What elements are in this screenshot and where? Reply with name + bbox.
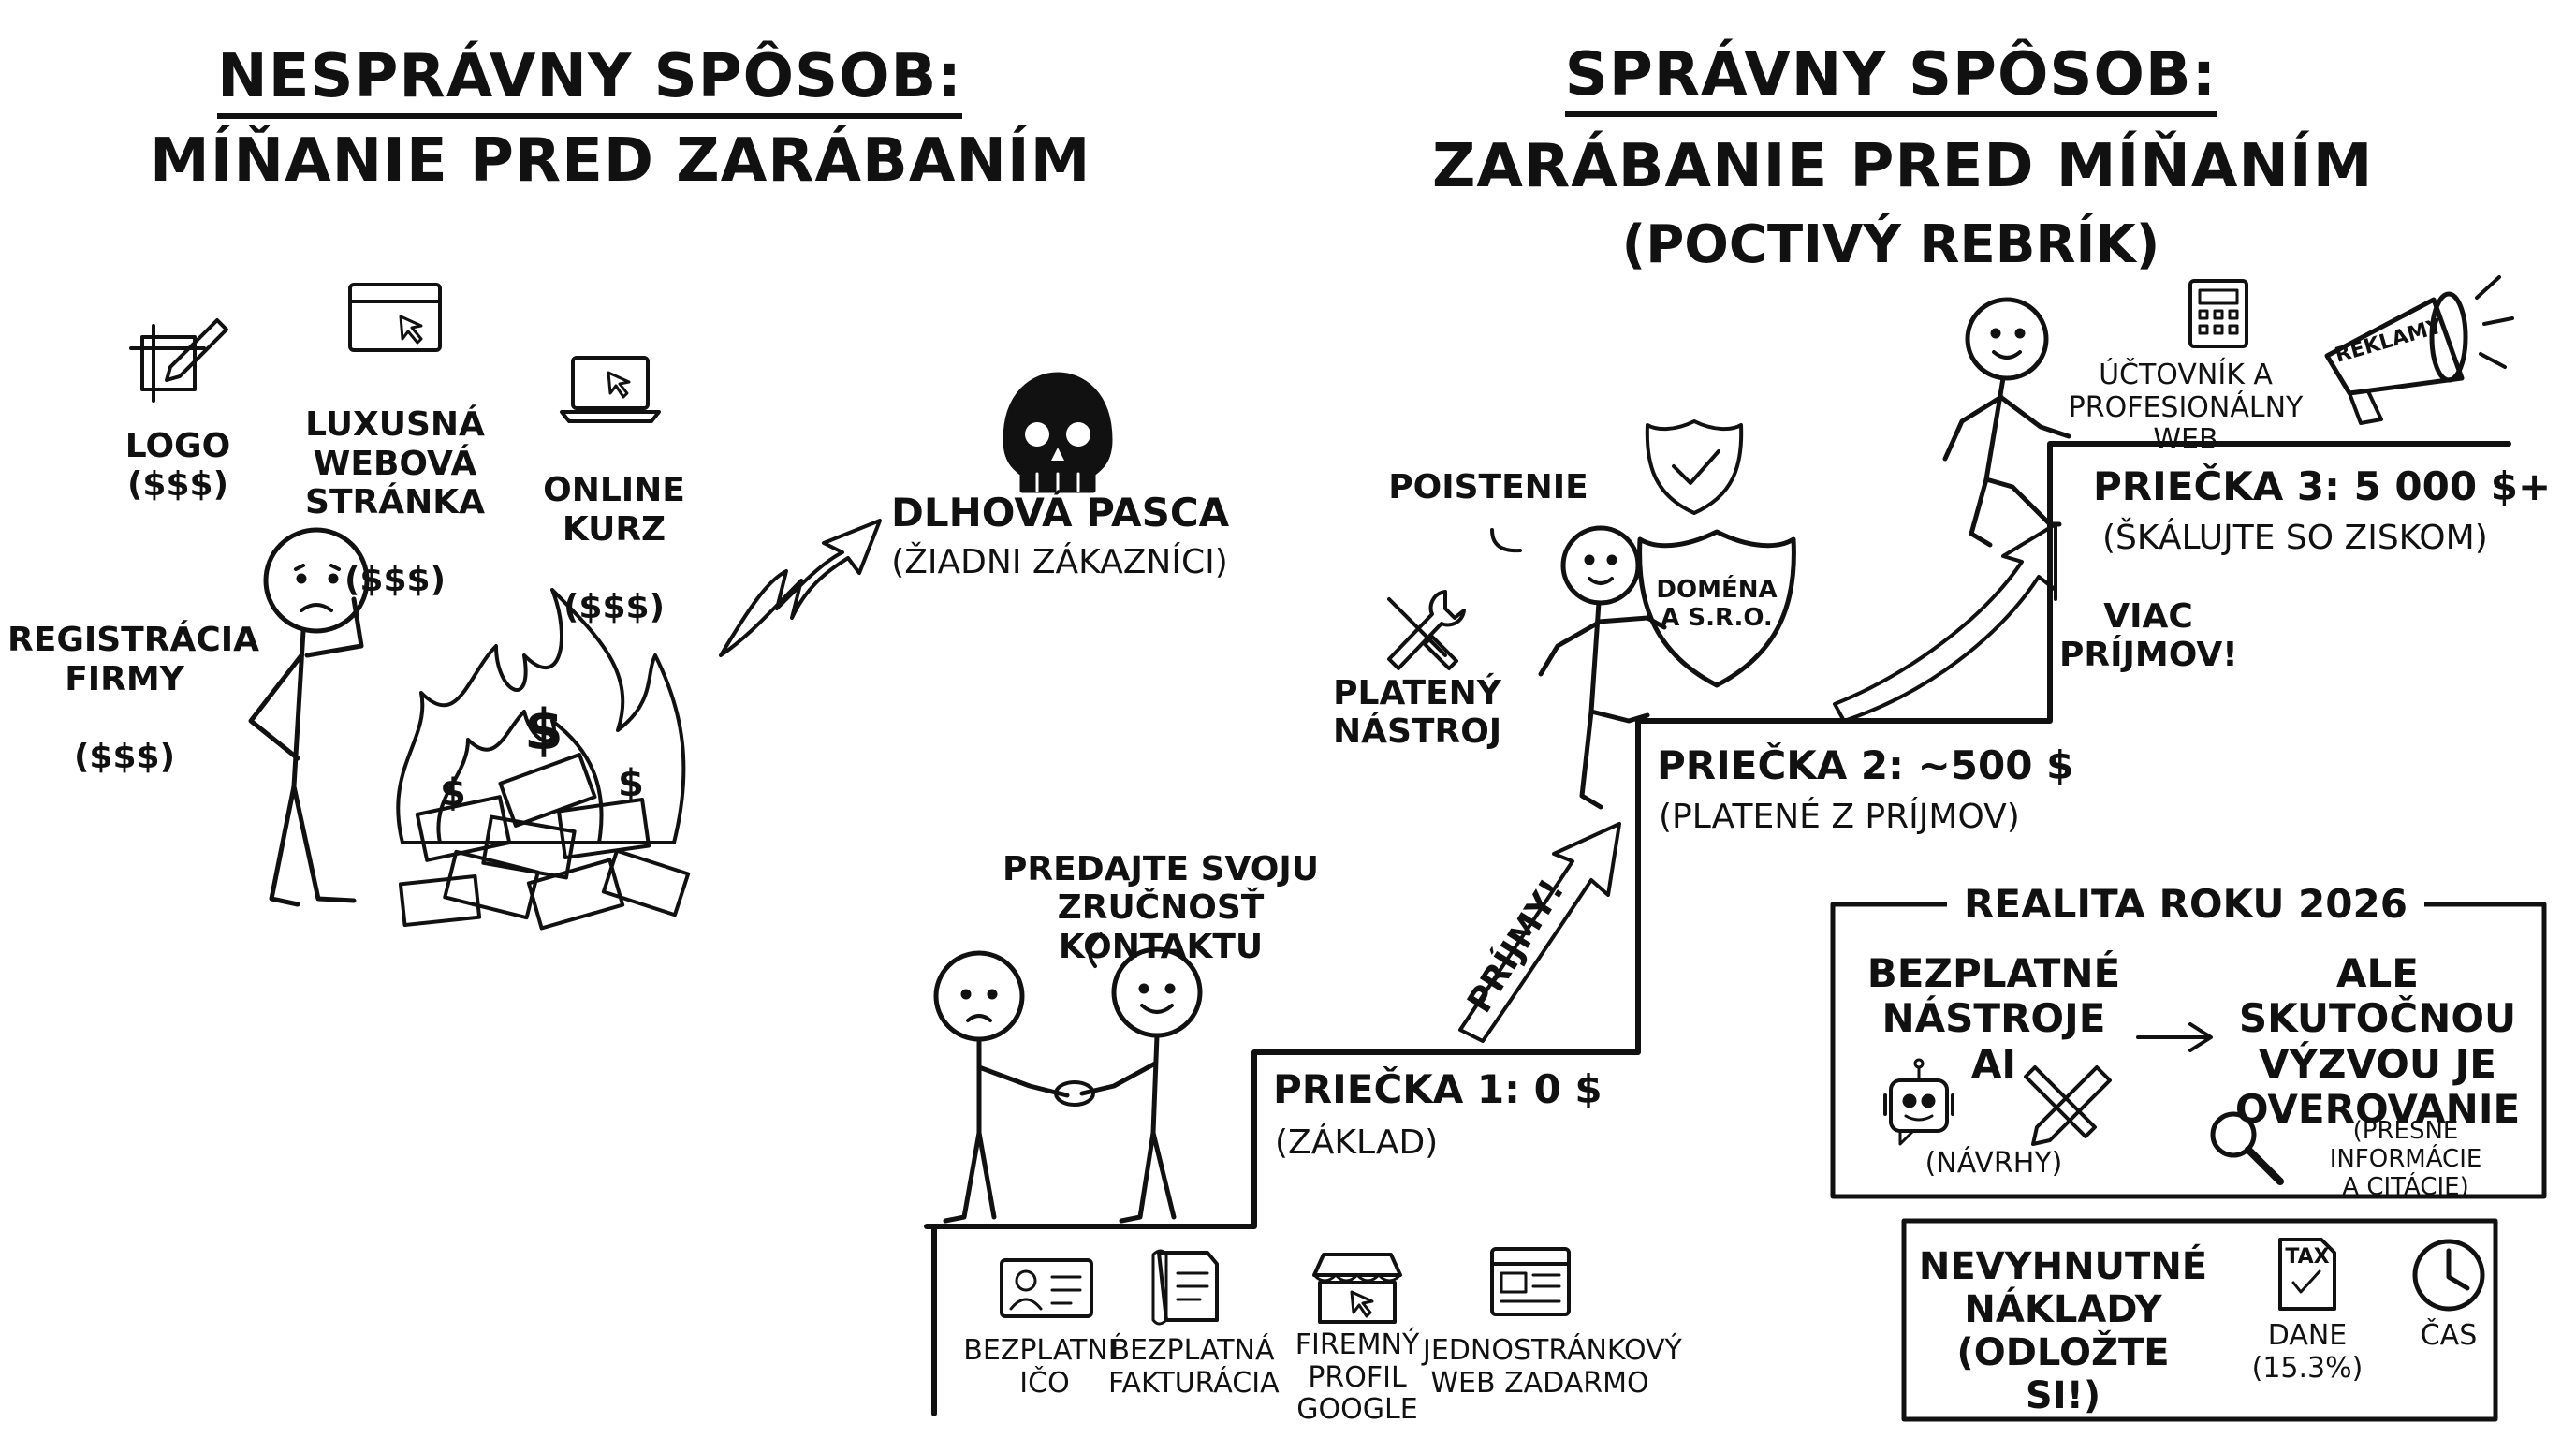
megaphone-icon [2324, 275, 2514, 425]
pencil-ruler-icon [2024, 1065, 2112, 1146]
domain-shield-icon [1637, 529, 1796, 688]
logo-design-icon [129, 318, 228, 403]
webpage-icon [1490, 1247, 1571, 1316]
free-tool-ico: BEZPLATNÉ IČO [963, 1334, 1126, 1400]
expense-registration: REGISTRÁCIA FIRMY ($$$) [7, 621, 259, 776]
tax-document-icon [2278, 1238, 2336, 1311]
insurance-label: POISTENIE [1388, 468, 1588, 506]
expense-course: ONLINE KURZ ($$$) [543, 471, 685, 626]
reality-left-sub: (NÁVRHY) [1925, 1147, 2063, 1180]
expense-website: LUXUSNÁ WEBOVÁ STRÁNKA ($$$) [305, 405, 485, 599]
income-arrow-2 [1833, 522, 2057, 723]
calculator-icon [2188, 279, 2248, 348]
accountant-label: ÚČTOVNÍK A PROFESIONÁLNY WEB [2068, 359, 2304, 456]
invoice-icon [1151, 1249, 1219, 1326]
costs-title: NEVYHNUTNÉ NÁKLADY (ODLOŽTE SI!) [1918, 1245, 2208, 1417]
income-arrow-1 [1458, 822, 1621, 1043]
rung3-subtitle: (ŠKÁLUJTE SO ZISKOM) [2102, 519, 2488, 557]
debt-trap-subtitle: (ŽIADNI ZÁKAZNÍCI) [891, 543, 1228, 581]
burning-money-icon [396, 588, 691, 931]
rung3-title: PRIEČKA 3: 5 000 $+ [2093, 463, 2552, 509]
debt-arrow [719, 519, 882, 657]
dollar-sign-icon: $ [524, 697, 564, 763]
worried-stick-figure [248, 527, 370, 907]
right-title-line3: (POCTIVÝ REBRÍK) [1621, 214, 2160, 275]
climbing-figure-rung2 [1490, 525, 1667, 810]
arrow-right-icon [2136, 1022, 2213, 1052]
arrow2-label: VIAC PRÍJMOV! [2059, 597, 2238, 675]
left-title-line1: NESPRÁVNY SPÔSOB: [178, 42, 1002, 119]
browser-window-icon [348, 283, 442, 352]
climbing-figure-rung3 [1942, 297, 2071, 548]
clock-icon [2412, 1239, 2485, 1312]
reality-left: BEZPLATNÉ NÁSTROJE AI [1866, 950, 2121, 1087]
domain-shield-text: DOMÉNA A S.R.O. [1656, 576, 1778, 632]
robot-icon [1883, 1058, 1954, 1146]
storefront-icon [1312, 1253, 1402, 1324]
reality-title: REALITA ROKU 2026 [1964, 881, 2408, 927]
dollar-sign-icon: $ [440, 771, 466, 814]
wrench-screwdriver-icon [1387, 590, 1466, 670]
check-shield-icon [1645, 419, 1744, 515]
id-card-icon [1000, 1258, 1093, 1318]
rung1-subtitle: (ZÁKLAD) [1275, 1123, 1439, 1162]
rung1-title: PRIEČKA 1: 0 $ [1273, 1066, 1603, 1112]
free-tool-invoicing: BEZPLATNÁ FAKTURÁCIA [1108, 1334, 1280, 1400]
handshake-figures [933, 932, 1203, 1224]
tax-label: DANE (15.3%) [2251, 1319, 2364, 1385]
tax-icon-text: TAX [2285, 1245, 2330, 1269]
debt-trap-title: DLHOVÁ PASCA [891, 490, 1230, 536]
paid-tool-label: PLATENÝ NÁSTROJ [1333, 674, 1502, 752]
reality-right: ALE SKUTOČNOU VÝZVOU JE OVEROVANIE [2234, 950, 2521, 1132]
right-title-line2: ZARÁBANIE PRED MÍŇANÍM [1432, 132, 2374, 201]
free-tool-google-profile: FIREMNÝ PROFIL GOOGLE [1295, 1328, 1420, 1426]
rung2-title: PRIEČKA 2: ~500 $ [1657, 742, 2074, 788]
laptop-icon [560, 356, 661, 423]
handshake-caption: PREDAJTE SVOJU ZRUČNOSŤ KONTAKTU [1003, 850, 1319, 966]
left-title-line2: MÍŇANIE PRED ZARÁBANÍM [150, 126, 1091, 196]
reality-right-sub: (PRESNÉ INFORMÁCIE A CITÁCIE) [2329, 1117, 2482, 1201]
time-label: ČAS [2420, 1319, 2478, 1352]
expense-logo: LOGO ($$$) [124, 427, 231, 505]
free-tool-web: JEDNOSTRÁNKOVÝ WEB ZADARMO [1423, 1334, 1682, 1400]
skull-icon [1003, 372, 1113, 493]
rung2-subtitle: (PLATENÉ Z PRÍJMOV) [1659, 798, 2020, 836]
right-title-line1: SPRÁVNY SPÔSOB: [1488, 40, 2293, 117]
magnifier-icon [2210, 1111, 2284, 1185]
dollar-sign-icon: $ [618, 762, 644, 805]
costs-box-frame [1901, 1218, 2498, 1422]
